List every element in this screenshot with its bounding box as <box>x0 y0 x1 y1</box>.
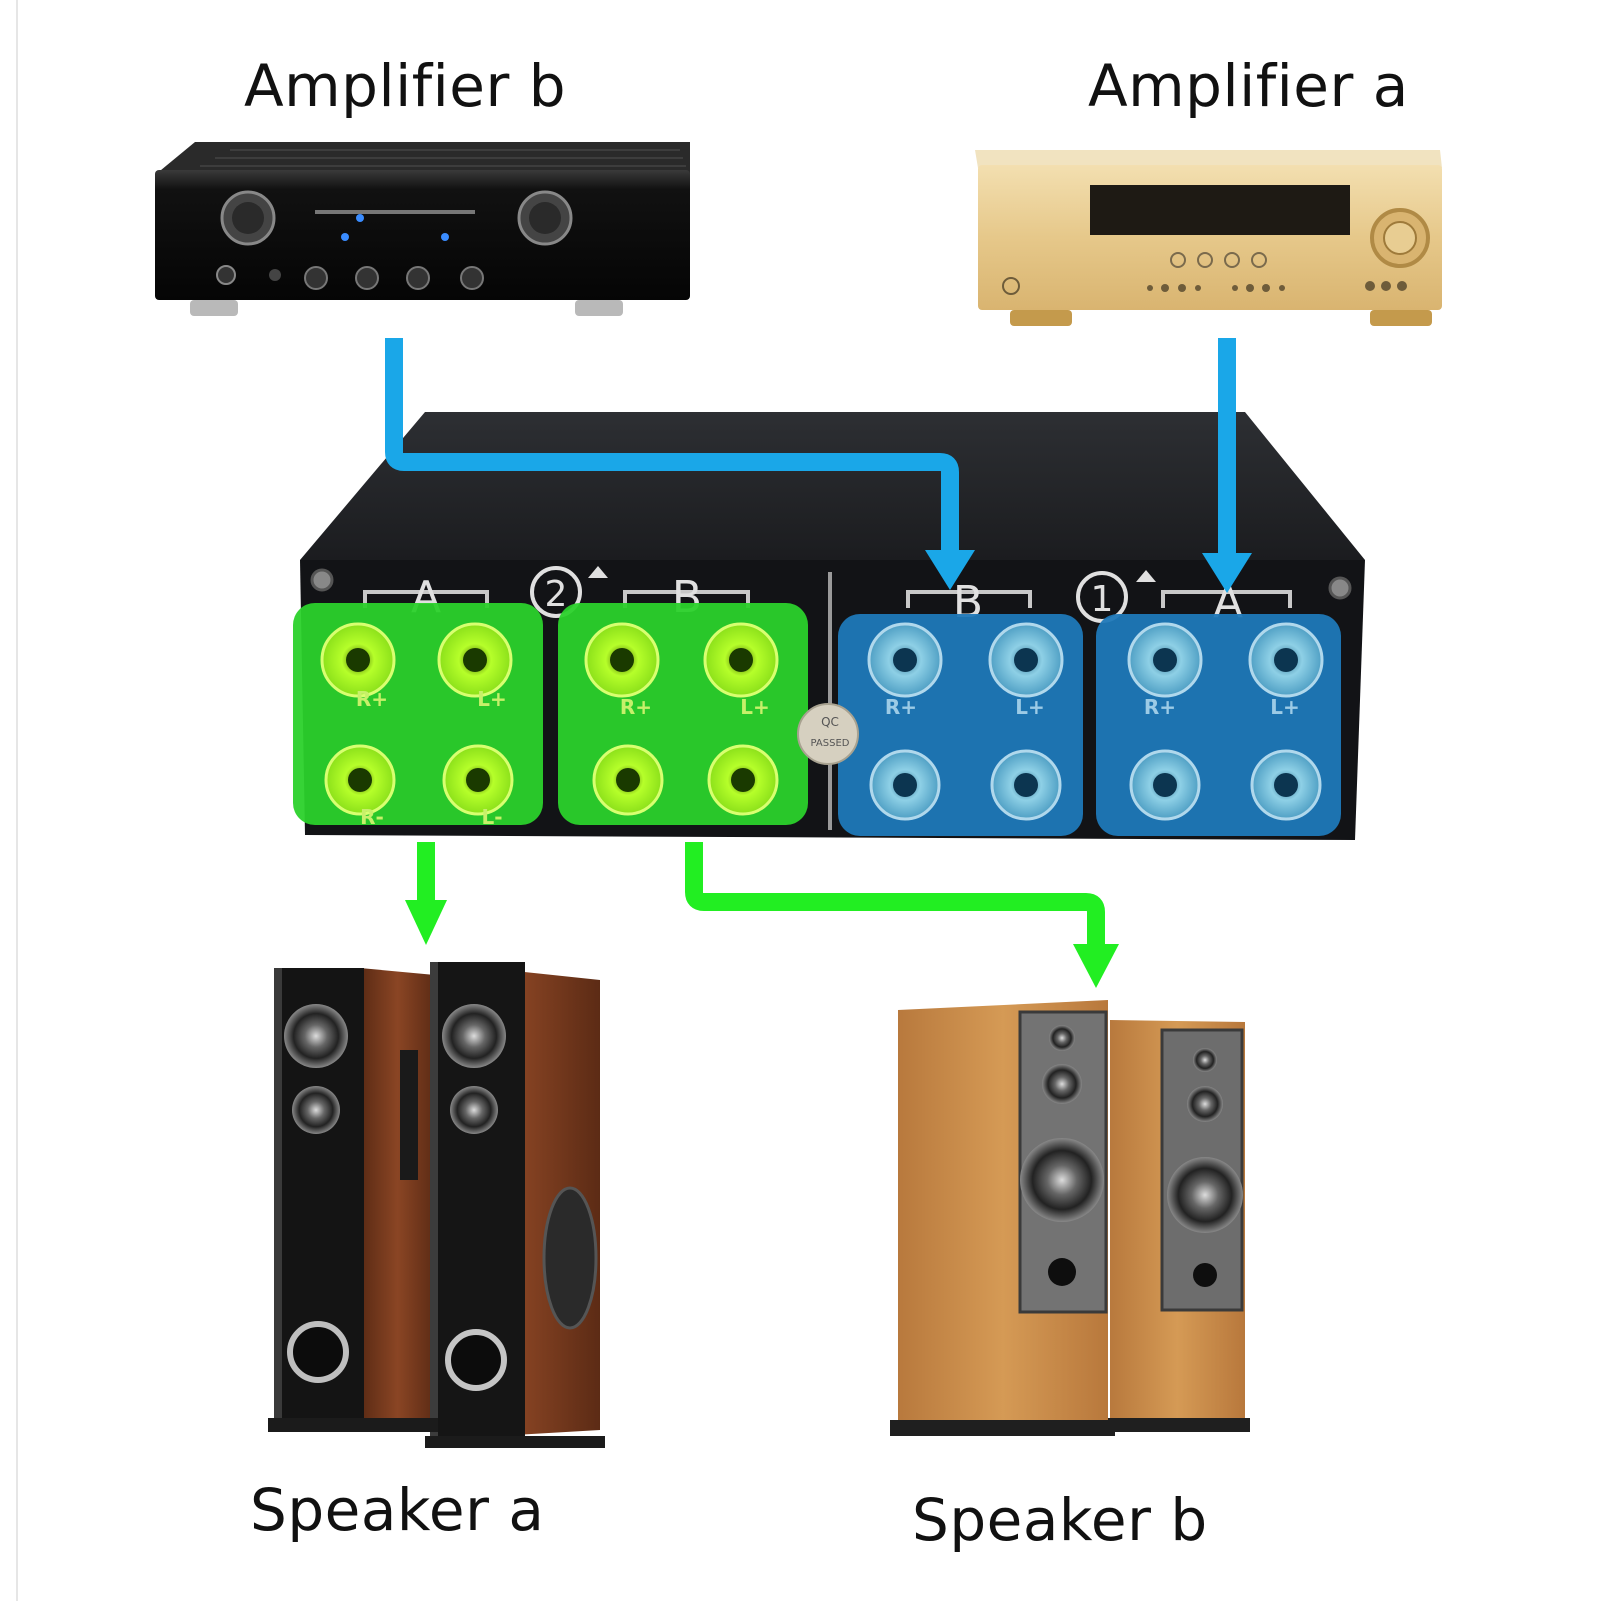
terminal-label-r-minus: R- <box>360 805 384 829</box>
amplifier-a-arrowhead <box>1202 553 1252 593</box>
amplifier-a-label: Amplifier a <box>1088 52 1409 120</box>
speaker-b-output-arrow <box>685 842 1105 950</box>
terminal-label-l-minus: L- <box>481 805 502 829</box>
speaker-a-arrowhead <box>405 900 447 945</box>
amplifier-a-image <box>975 150 1442 326</box>
amplifier-b-image <box>155 142 690 316</box>
group-2-number: 2 <box>545 574 568 615</box>
speaker-switch-box: A B B A 2 1 QC PASSED <box>293 412 1365 840</box>
speaker-b-image <box>890 1000 1250 1436</box>
terminal-label-l-plus: L+ <box>477 687 507 711</box>
group-1-number: 1 <box>1091 579 1114 620</box>
terminal-label-r-plus: R+ <box>1144 695 1176 719</box>
speaker-b-arrowhead <box>1073 944 1119 988</box>
amplifier-b-input-arrow <box>385 338 959 556</box>
page-edge-line <box>16 0 18 1601</box>
terminal-label-l-plus: L+ <box>1270 695 1300 719</box>
terminal-label-r-plus: R+ <box>356 687 388 711</box>
amplifier-b-label: Amplifier b <box>244 52 567 120</box>
terminal-label-l-plus: L+ <box>1015 695 1045 719</box>
amplifier-b-arrowhead <box>925 550 975 590</box>
qc-sticker-line1: QC <box>821 715 839 729</box>
terminal-label-r-plus: R+ <box>620 695 652 719</box>
speaker-a-image <box>268 962 605 1448</box>
speaker-a-label: Speaker a <box>250 1476 545 1544</box>
terminal-label-l-plus: L+ <box>740 695 770 719</box>
green-terminals <box>320 622 779 816</box>
qc-sticker-line2: PASSED <box>811 738 850 749</box>
terminal-label-r-plus: R+ <box>885 695 917 719</box>
speaker-b-label: Speaker b <box>912 1486 1208 1554</box>
blue-terminals <box>867 622 1324 821</box>
